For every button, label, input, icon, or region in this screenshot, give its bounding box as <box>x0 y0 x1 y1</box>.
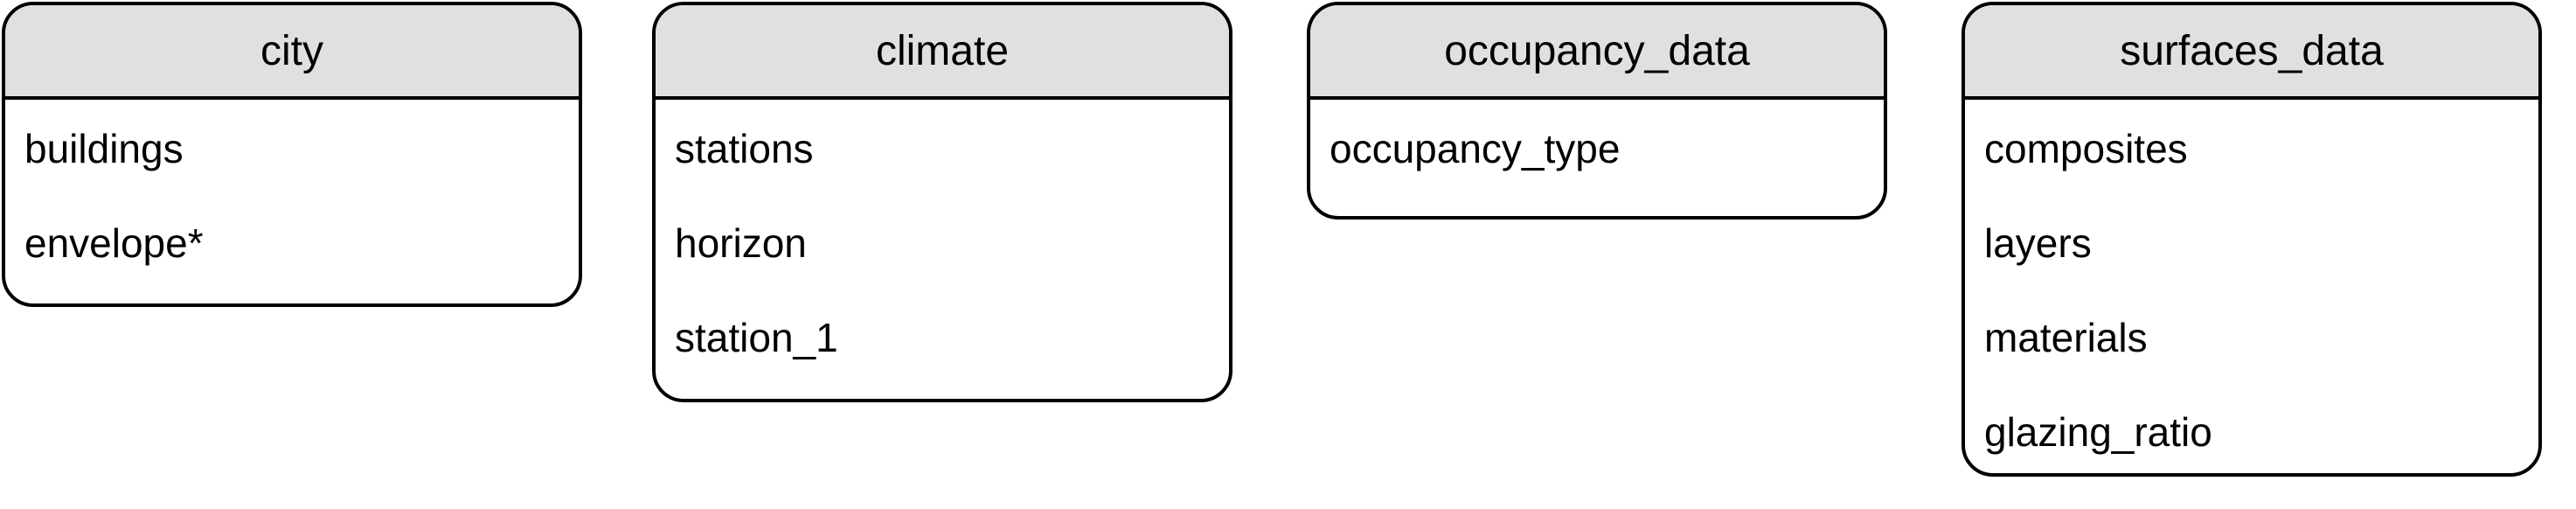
table-occupancy-data-fields: occupancy_type <box>1310 100 1884 196</box>
field-buildings: buildings <box>24 126 184 171</box>
table-climate-title: climate <box>656 5 1229 100</box>
field-envelope: envelope* <box>24 220 204 266</box>
field-glazing-ratio: glazing_ratio <box>1984 409 2212 455</box>
table-city-title: city <box>5 5 579 100</box>
table-climate-fields: stations horizon station_1 <box>656 100 1229 385</box>
field-materials: materials <box>1984 315 2148 360</box>
table-occupancy-data-title: occupancy_data <box>1310 5 1884 100</box>
field-station-1: station_1 <box>675 315 838 360</box>
table-surfaces-data-title: surfaces_data <box>1965 5 2538 100</box>
table-surfaces-data: surfaces_data composites layers material… <box>1962 2 2542 477</box>
table-surfaces-data-fields: composites layers materials glazing_rati… <box>1965 100 2538 473</box>
field-composites: composites <box>1984 126 2188 171</box>
field-stations: stations <box>675 126 814 171</box>
field-horizon: horizon <box>675 220 807 266</box>
table-city-fields: buildings envelope* <box>5 100 579 290</box>
table-occupancy-data: occupancy_data occupancy_type <box>1307 2 1887 220</box>
table-climate: climate stations horizon station_1 <box>652 2 1232 402</box>
field-occupancy-type: occupancy_type <box>1330 126 1621 171</box>
table-city: city buildings envelope* <box>2 2 582 307</box>
field-layers: layers <box>1984 220 2092 266</box>
